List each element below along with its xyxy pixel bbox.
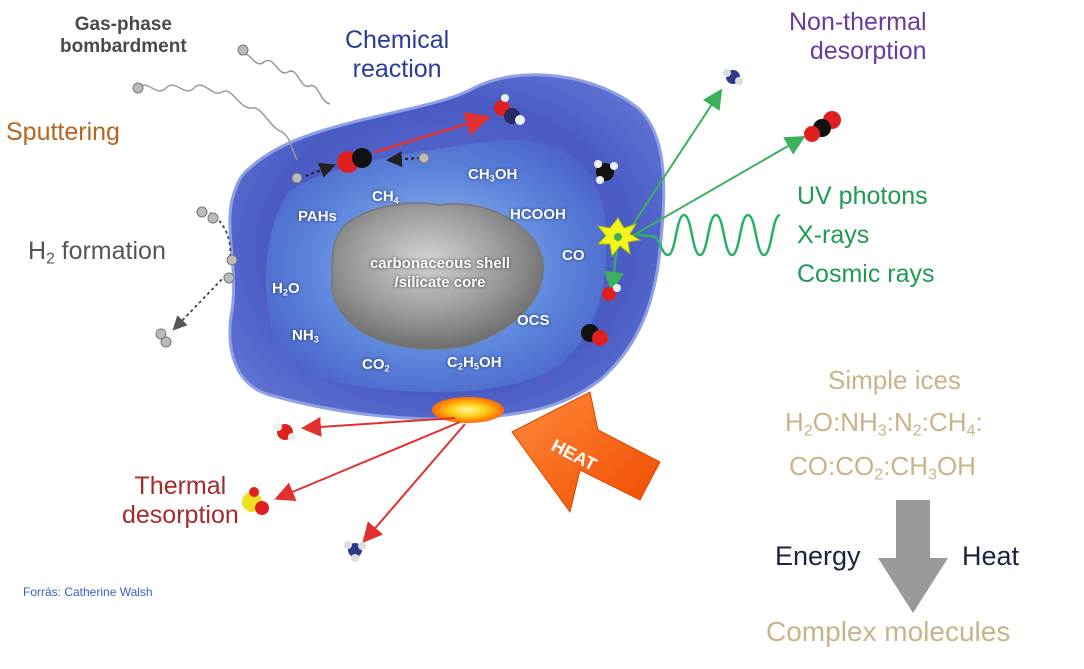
cosmic-rays-label: Cosmic rays — [797, 260, 935, 288]
thermal-desorption-label: Thermal desorption — [122, 472, 239, 529]
desorbed-molecule-top — [723, 69, 743, 85]
ice-formula-line2: CO:CO2:CH3OH — [789, 451, 976, 484]
ice-ch3oh: CH3OH — [468, 166, 518, 184]
heat-hotspot — [432, 397, 504, 423]
gas-phase-label: Gas-phase bombardment — [60, 14, 187, 57]
reaction-product-molecule — [494, 94, 525, 125]
molecule-surface-lower — [581, 284, 621, 346]
nh3-molecule-thermal — [344, 541, 366, 562]
simple-ices-label: Simple ices — [828, 365, 961, 395]
core-label: carbonaceous shell /silicate core — [369, 255, 511, 291]
ice-ch4: CH4 — [372, 188, 399, 206]
sputtering-arrows — [299, 151, 421, 179]
uv-photons-label: UV photons — [797, 182, 928, 210]
grain-core — [331, 202, 544, 350]
ice-h2o: H2O — [272, 280, 300, 298]
ice-c2h5oh: C2H5OH — [447, 354, 502, 372]
reaction-arrow — [374, 111, 491, 154]
hydrogen-atoms — [132, 44, 430, 348]
heat-arrow — [511, 391, 661, 514]
ice-formula-line1: H2O:NH3:N2:CH4: — [785, 407, 983, 440]
radiation-wave — [634, 213, 781, 257]
h2-formation-path — [172, 212, 232, 331]
co-molecule-desorbed — [804, 111, 841, 142]
ice-ocs: OCS — [517, 312, 550, 329]
energy-arrow — [878, 500, 948, 613]
non-thermal-label: Non-thermal desorption — [789, 8, 927, 65]
xrays-label: X-rays — [797, 221, 870, 249]
co-molecule-sputter — [337, 148, 372, 173]
ch4-molecule-surface — [594, 160, 618, 184]
complex-molecules-label: Complex molecules — [766, 616, 1011, 647]
yellow-molecule-thermal — [242, 487, 269, 515]
water-molecule-thermal — [274, 423, 296, 441]
chemical-reaction-label: Chemical reaction — [345, 26, 450, 83]
ice-co: CO — [562, 247, 585, 264]
heat-label: Heat — [962, 541, 1020, 571]
ice-hcooh: HCOOH — [510, 206, 566, 223]
thermal-arrows — [274, 416, 466, 544]
ice-co2: CO2 — [362, 356, 390, 374]
source-credit: Forrás: Catherine Walsh — [23, 585, 153, 599]
ice-pahs: PAHs — [298, 208, 337, 225]
energy-label: Energy — [775, 541, 861, 571]
h2-formation-label: H2 formation — [28, 237, 166, 268]
bombardment-waves — [137, 52, 331, 161]
ice-nh3: NH3 — [292, 327, 319, 345]
sputtering-label: Sputtering — [6, 118, 120, 146]
